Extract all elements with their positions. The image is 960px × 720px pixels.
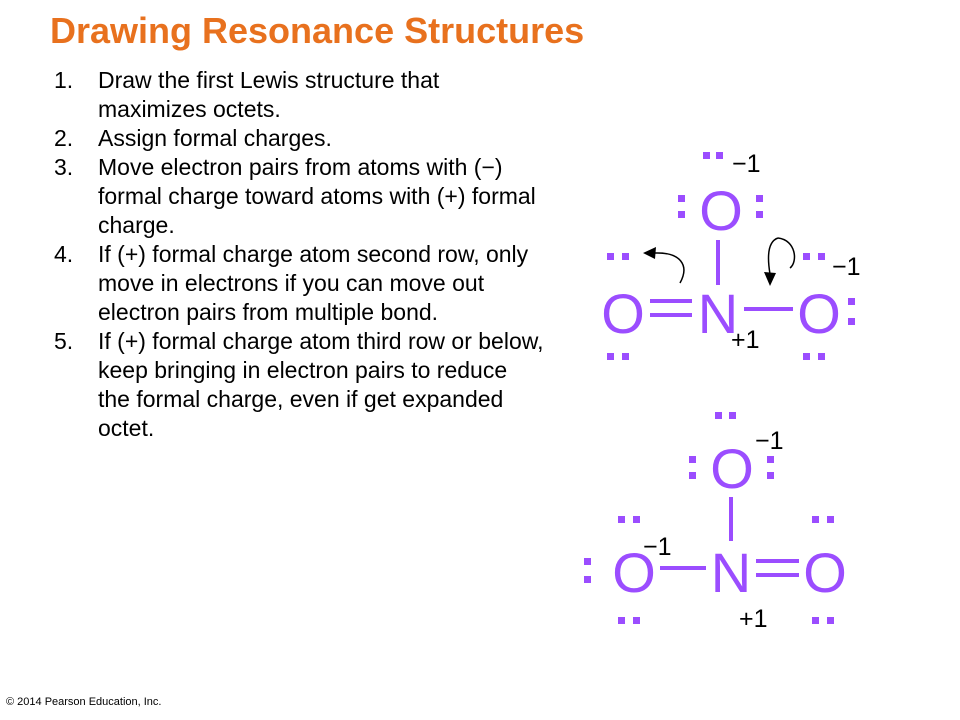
atom-left-oxygen: O — [601, 282, 645, 345]
step-number: 4. — [54, 241, 74, 267]
atom-right-oxygen: O — [803, 541, 847, 604]
formal-charge: +1 — [731, 326, 760, 354]
structure-2: O N O O −1 −1 +1 — [584, 412, 847, 633]
atom-left-oxygen: O — [612, 541, 656, 604]
formal-charge: −1 — [643, 533, 672, 561]
curved-arrow — [654, 252, 685, 284]
step-item: 4. If (+) formal charge atom second row,… — [54, 240, 544, 327]
atom-right-oxygen: O — [797, 282, 841, 345]
step-text: If (+) formal charge atom second row, on… — [98, 241, 529, 325]
atom-nitrogen: N — [711, 541, 751, 604]
formal-charge: +1 — [739, 605, 768, 633]
step-number: 3. — [54, 154, 74, 180]
formal-charge: −1 — [832, 253, 861, 281]
step-text: Draw the first Lewis structure that maxi… — [98, 67, 440, 122]
resonance-diagram: O N O O −1 −1 +1 O N O O — [584, 150, 861, 633]
step-item: 1. Draw the first Lewis structure that m… — [54, 66, 544, 124]
lone-pairs — [584, 412, 834, 624]
formal-charge: −1 — [732, 150, 761, 178]
structure-1: O N O O −1 −1 +1 — [601, 150, 861, 360]
step-number: 5. — [54, 328, 74, 354]
step-item: 5. If (+) formal charge atom third row o… — [54, 327, 544, 443]
step-text: Move electron pairs from atoms with (−) … — [98, 154, 536, 238]
atom-top-oxygen: O — [699, 179, 743, 242]
steps-list: 1. Draw the first Lewis structure that m… — [54, 66, 544, 443]
step-number: 1. — [54, 67, 74, 93]
curved-arrow — [767, 237, 779, 275]
arrowhead — [643, 247, 656, 259]
slide-title: Drawing Resonance Structures — [50, 10, 585, 51]
atom-top-oxygen: O — [710, 437, 754, 500]
step-text: Assign formal charges. — [98, 125, 332, 151]
step-text: If (+) formal charge atom third row or b… — [98, 328, 544, 441]
step-item: 3. Move electron pairs from atoms with (… — [54, 153, 544, 240]
step-item: 2. Assign formal charges. — [54, 124, 544, 153]
formal-charge: −1 — [755, 427, 784, 455]
curved-arrow — [777, 237, 796, 269]
step-number: 2. — [54, 125, 74, 151]
arrowhead — [764, 272, 776, 286]
copyright-footer: © 2014 Pearson Education, Inc. — [6, 696, 162, 708]
atom-nitrogen: N — [698, 282, 738, 345]
lone-pairs — [607, 152, 855, 360]
